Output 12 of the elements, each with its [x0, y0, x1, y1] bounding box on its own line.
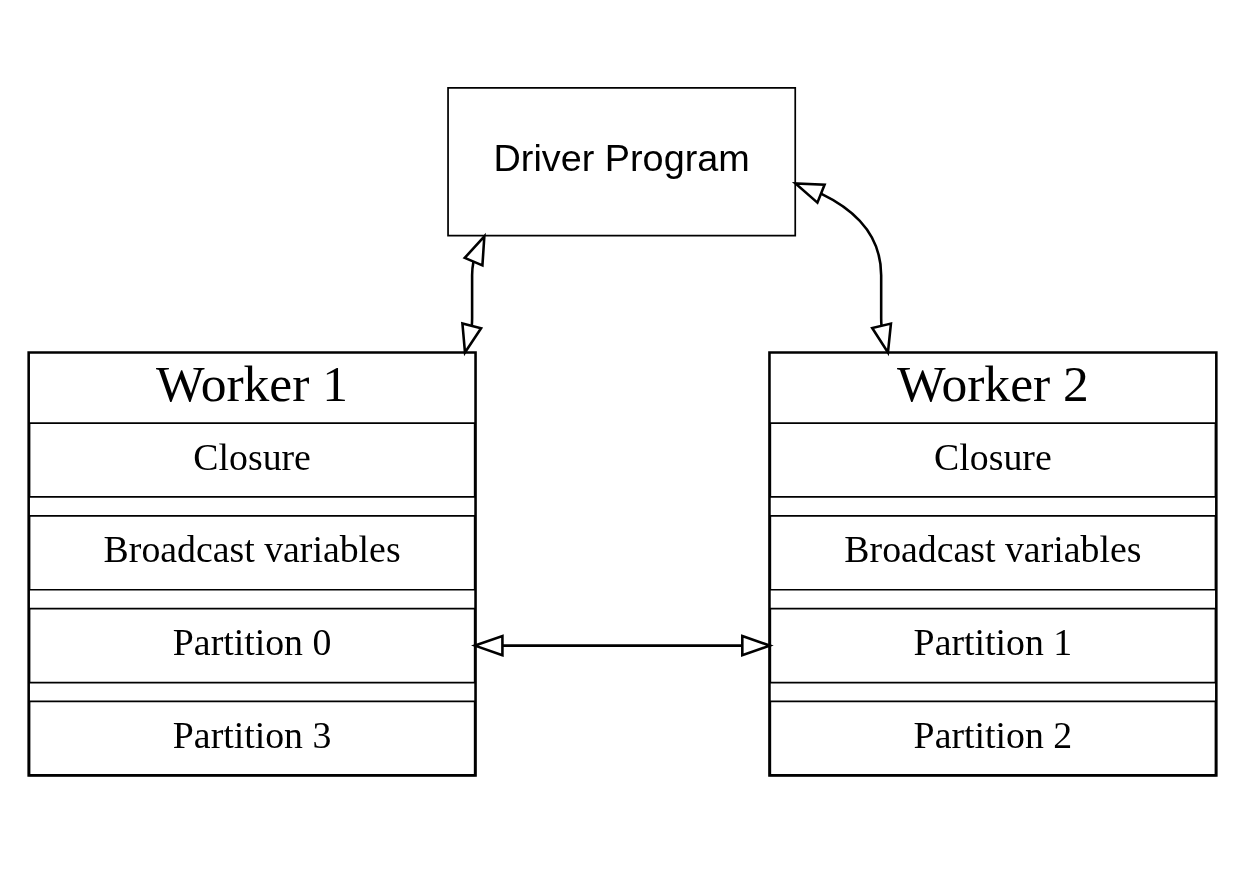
- node-box: Closure: [28, 422, 476, 498]
- node-box: Partition 2: [769, 700, 1217, 777]
- node-box: Broadcast variables: [28, 515, 476, 591]
- arrow: [471, 634, 774, 658]
- node-box: Partition 3: [28, 700, 476, 777]
- node-box: Partition 0: [28, 607, 476, 684]
- arrow: [791, 182, 893, 357]
- arrow: [460, 232, 486, 357]
- node-box: Broadcast variables: [769, 515, 1217, 591]
- node-box: Closure: [769, 422, 1217, 498]
- node-box: Driver Program: [447, 87, 797, 237]
- node-box: Partition 1: [769, 607, 1217, 684]
